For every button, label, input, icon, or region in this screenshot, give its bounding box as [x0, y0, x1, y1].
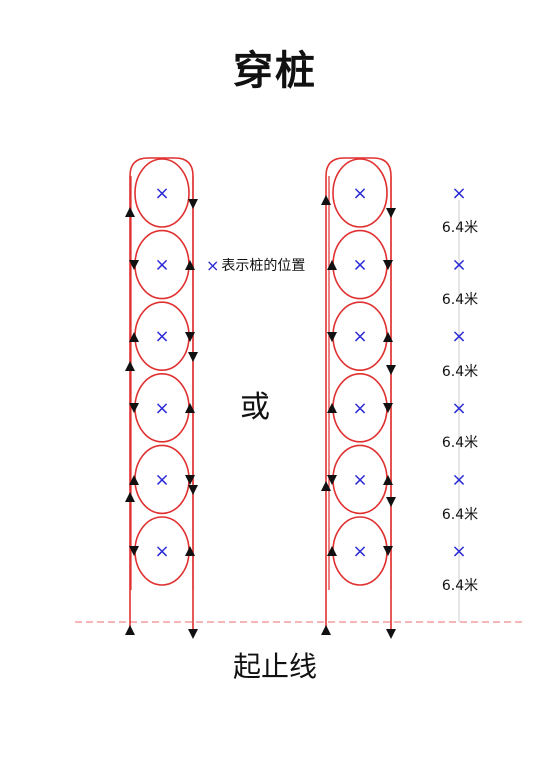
left-pile-marker: × — [154, 255, 169, 276]
right-loop-arrow — [327, 403, 337, 413]
left-loop-arrow — [129, 546, 139, 556]
left-loop-arrow — [129, 475, 139, 485]
spacing-pile-marker: × — [451, 183, 466, 204]
right-pile-marker: × — [352, 469, 367, 490]
right-pile-loop — [332, 158, 388, 228]
spacing-label: 6.4米 — [441, 507, 479, 523]
spacing-pile-marker: × — [451, 255, 466, 276]
right-loop-arrow — [383, 260, 393, 270]
left-arrow-down — [188, 199, 198, 209]
spacing-pile-marker: × — [451, 469, 466, 490]
right-pile-marker: × — [352, 541, 367, 562]
left-loop-arrow — [185, 403, 195, 413]
right-pile-marker: × — [352, 326, 367, 347]
spacing-label: 6.4米 — [441, 220, 479, 236]
left-loop-arrow — [129, 260, 139, 270]
left-pile-marker: × — [154, 398, 169, 419]
left-arrow-up — [125, 492, 135, 502]
right-loop-arrow — [383, 475, 393, 485]
page-title: 穿桩 — [233, 48, 317, 94]
left-pile-marker: × — [154, 183, 169, 204]
left-arrow-up — [125, 207, 135, 217]
right-arrow-down — [386, 497, 396, 507]
right-loop-arrow — [327, 260, 337, 270]
right-arrow-up — [321, 481, 331, 491]
spacing-pile-marker: × — [451, 398, 466, 419]
left-start-arrow — [125, 625, 135, 635]
left-pile-loop — [134, 158, 190, 228]
pile-marker-icon: × — [206, 255, 220, 275]
right-arrow-down — [386, 208, 396, 218]
right-outer-route — [325, 157, 392, 634]
left-loop-arrow — [185, 546, 195, 556]
right-pile-marker: × — [352, 398, 367, 419]
spacing-label: 6.4米 — [441, 364, 479, 380]
spacing-label: 6.4米 — [441, 292, 479, 308]
left-loop-arrow — [185, 260, 195, 270]
left-loop-arrow — [129, 403, 139, 413]
right-loop-arrow — [327, 475, 337, 485]
right-loop-arrow — [383, 546, 393, 556]
right-loop-arrow — [327, 332, 337, 342]
left-pile-marker: × — [154, 469, 169, 490]
right-pile-marker: × — [352, 183, 367, 204]
right-end-arrow — [386, 629, 396, 639]
left-arrow-down — [188, 352, 198, 362]
left-arrow-up — [125, 361, 135, 371]
left-pile-marker: × — [154, 326, 169, 347]
right-arrow-up — [321, 195, 331, 205]
left-end-arrow — [188, 629, 198, 639]
spacing-pile-marker: × — [451, 326, 466, 347]
right-loop-arrow — [383, 403, 393, 413]
left-loop-arrow — [129, 332, 139, 342]
legend-text: 表示桩的位置 — [221, 258, 306, 274]
spacing-label: 6.4米 — [441, 578, 479, 594]
right-loop-arrow — [327, 546, 337, 556]
legend: × 表示桩的位置 — [206, 255, 305, 275]
or-label: 或 — [240, 390, 270, 425]
left-pile-marker: × — [154, 541, 169, 562]
left-arrow-down — [188, 485, 198, 495]
finish-line-label: 起止线 — [232, 650, 317, 683]
right-start-arrow — [321, 625, 331, 635]
right-loop-arrow — [383, 332, 393, 342]
spacing-label: 6.4米 — [441, 435, 479, 451]
spacing-pile-marker: × — [451, 541, 466, 562]
left-loop-arrow — [185, 332, 195, 342]
right-arrow-down — [386, 365, 396, 375]
left-outer-route — [129, 157, 194, 634]
right-pile-marker: × — [352, 255, 367, 276]
left-loop-arrow — [185, 475, 195, 485]
